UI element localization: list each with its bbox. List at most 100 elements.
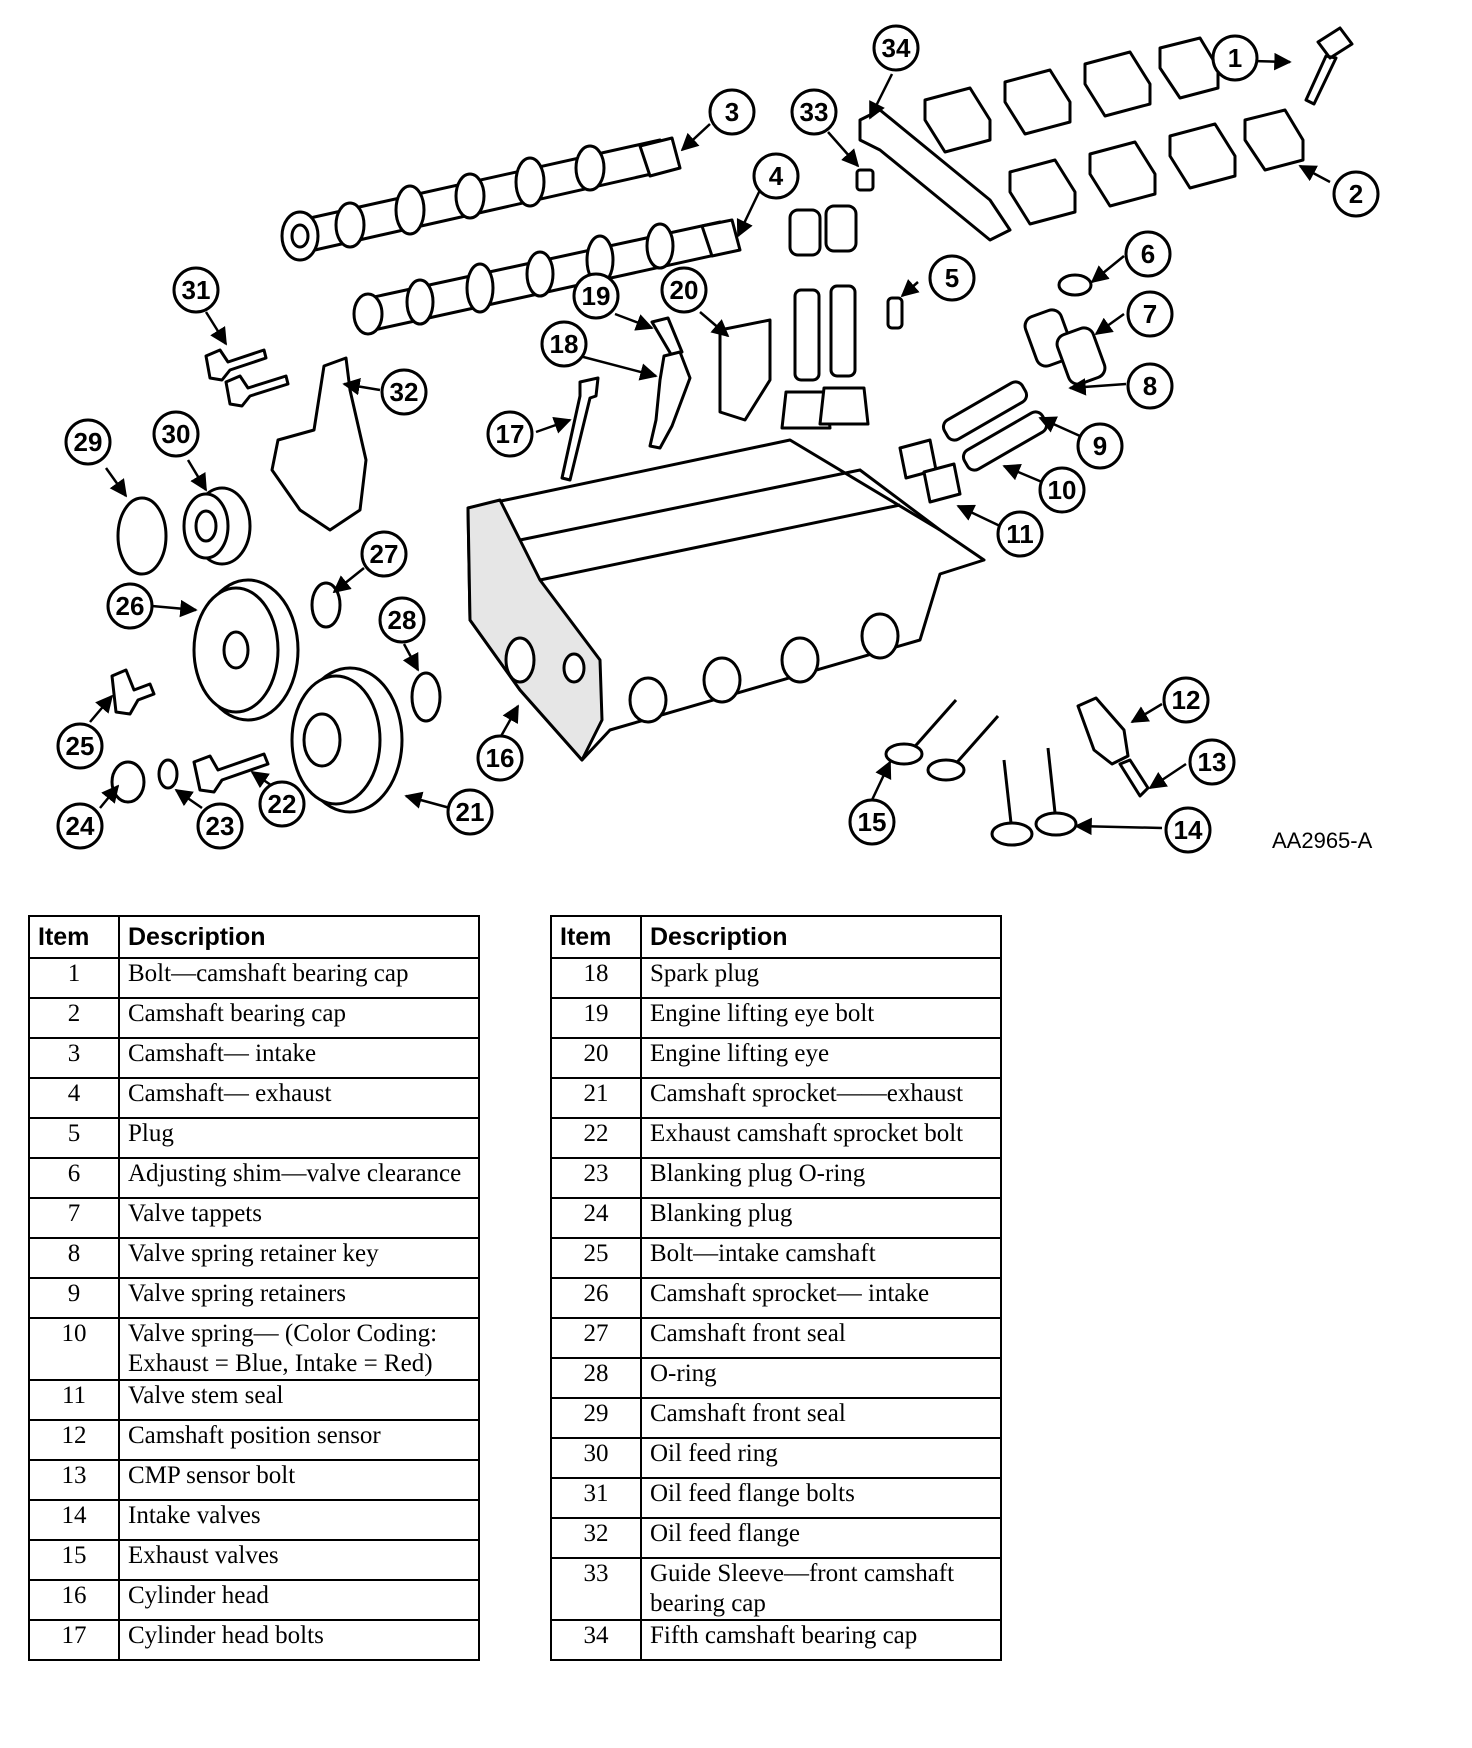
item-description: Camshaft— intake: [118, 1037, 480, 1079]
callout-label: 32: [390, 377, 419, 407]
fifth-bearing-cap-drawing: [858, 108, 1012, 242]
callout-label: 16: [486, 743, 515, 773]
item-description: Plug: [118, 1117, 480, 1159]
item-description: Intake valves: [118, 1499, 480, 1541]
item-description: Guide Sleeve—front camshaft bearing cap: [640, 1557, 1002, 1621]
blanking-plug-drawing: [110, 760, 146, 804]
item-number: 6: [28, 1157, 120, 1199]
item-number: 20: [550, 1037, 642, 1079]
column-header-description: Description: [640, 915, 1002, 959]
column-header-item: Item: [28, 915, 120, 959]
item-description: Cylinder head bolts: [118, 1619, 480, 1661]
column-header-item: Item: [550, 915, 642, 959]
callout: 21: [446, 788, 494, 836]
cmp-sensor-drawing: [1076, 696, 1130, 766]
lifting-bolt-drawing: [650, 316, 684, 358]
callout-label: 6: [1141, 239, 1155, 269]
item-description: Camshaft bearing cap: [118, 997, 480, 1039]
item-description: Valve stem seal: [118, 1379, 480, 1421]
callout-label: 18: [550, 329, 579, 359]
item-description: Valve spring retainer key: [118, 1237, 480, 1279]
callout: 33: [790, 88, 838, 136]
bolt-25-drawing: [110, 668, 156, 716]
item-description: Camshaft sprocket——exhaust: [640, 1077, 1002, 1119]
item-description: Oil feed flange: [640, 1517, 1002, 1559]
item-number: 30: [550, 1437, 642, 1479]
callout-label: 31: [182, 275, 211, 305]
callout: 18: [540, 320, 588, 368]
callout-label: 27: [370, 539, 399, 569]
item-description: CMP sensor bolt: [118, 1459, 480, 1501]
callout: 13: [1188, 738, 1236, 786]
callout: 22: [258, 780, 306, 828]
item-number: 27: [550, 1317, 642, 1359]
callout-label: 3: [725, 97, 739, 127]
item-number: 11: [28, 1379, 120, 1421]
camshaft-exhaust-drawing: [352, 218, 742, 336]
callout: 5: [928, 254, 976, 302]
callout-label: 17: [496, 419, 525, 449]
item-number: 25: [550, 1237, 642, 1279]
item-number: 14: [28, 1499, 120, 1541]
cap-bolt-drawing: [1304, 26, 1354, 106]
callout-label: 33: [800, 97, 829, 127]
callout: 20: [660, 266, 708, 314]
item-description: Fifth camshaft bearing cap: [640, 1619, 1002, 1661]
callout: 26: [106, 582, 154, 630]
valves-drawing: [884, 699, 1078, 847]
item-description: Blanking plug O-ring: [640, 1157, 1002, 1199]
item-number: 13: [28, 1459, 120, 1501]
callout: 7: [1126, 290, 1174, 338]
item-number: 31: [550, 1477, 642, 1519]
callout-label: 4: [769, 161, 784, 191]
exploded-diagram: 1 2 3 4 5 6 7 8 9 10 11 12 13 14 15 16 1…: [56, 24, 1380, 854]
item-description: Bolt—camshaft bearing cap: [118, 957, 480, 999]
callout-label: 28: [388, 605, 417, 635]
figure-code: AA2965-A: [1272, 828, 1373, 853]
seal-27-drawing: [310, 581, 342, 629]
callout: 1: [1211, 34, 1259, 82]
callout: 27: [360, 530, 408, 578]
callout: 16: [476, 734, 524, 782]
callout-label: 22: [268, 789, 297, 819]
item-number: 10: [28, 1317, 120, 1381]
callout: 15: [848, 798, 896, 846]
oil-feed-bolts-drawing: [204, 348, 290, 408]
leader-lines: [89, 52, 1331, 836]
callout-label: 14: [1174, 815, 1203, 845]
item-number: 4: [28, 1077, 120, 1119]
item-description: Valve spring— (Color Coding: Exhaust = B…: [118, 1317, 480, 1381]
callout-label: 1: [1228, 43, 1242, 73]
item-number: 16: [28, 1579, 120, 1621]
callout: 3: [708, 88, 756, 136]
front-seal-drawing: [116, 496, 168, 576]
callout-label: 21: [456, 797, 485, 827]
item-number: 8: [28, 1237, 120, 1279]
callout: 34: [872, 24, 920, 72]
callout-label: 30: [162, 419, 191, 449]
item-description: Camshaft front seal: [640, 1317, 1002, 1359]
callout-label: 15: [858, 807, 887, 837]
callout-label: 23: [206, 811, 235, 841]
callout-label: 11: [1006, 519, 1034, 549]
callout: 30: [152, 410, 200, 458]
item-number: 26: [550, 1277, 642, 1319]
item-number: 18: [550, 957, 642, 999]
item-number: 33: [550, 1557, 642, 1621]
